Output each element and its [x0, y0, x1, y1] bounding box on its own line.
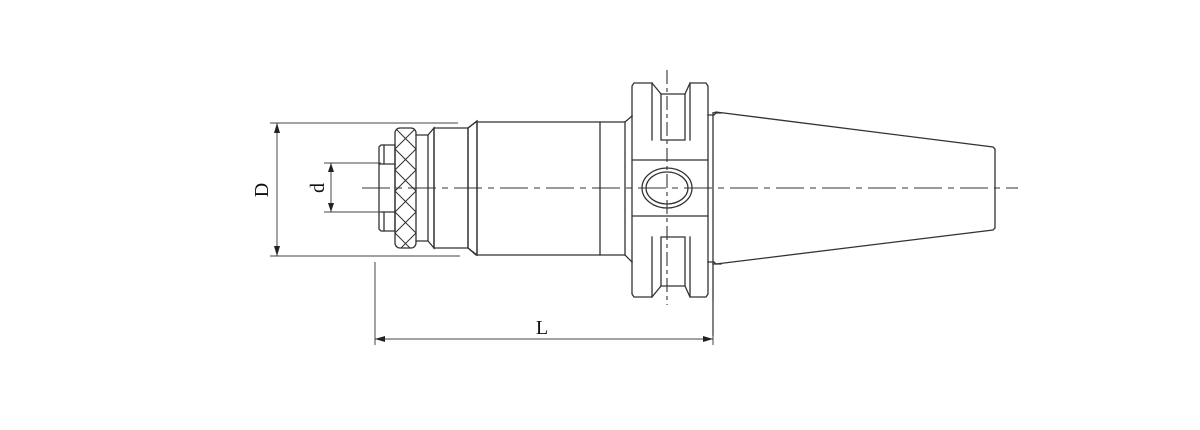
drive-key-slot	[641, 167, 693, 209]
dimension-d: d	[307, 162, 381, 213]
label-d: d	[307, 183, 329, 193]
label-D: D	[251, 183, 273, 197]
label-L: L	[536, 317, 548, 339]
flange-step	[707, 112, 722, 336]
flange	[631, 70, 709, 305]
dimension-L: L	[374, 262, 714, 345]
dimension-D: D	[251, 122, 460, 257]
chuck-body-main	[467, 115, 633, 263]
taper-shank	[712, 111, 996, 265]
knurled-ring	[394, 127, 417, 249]
collet-neck	[415, 126, 435, 250]
